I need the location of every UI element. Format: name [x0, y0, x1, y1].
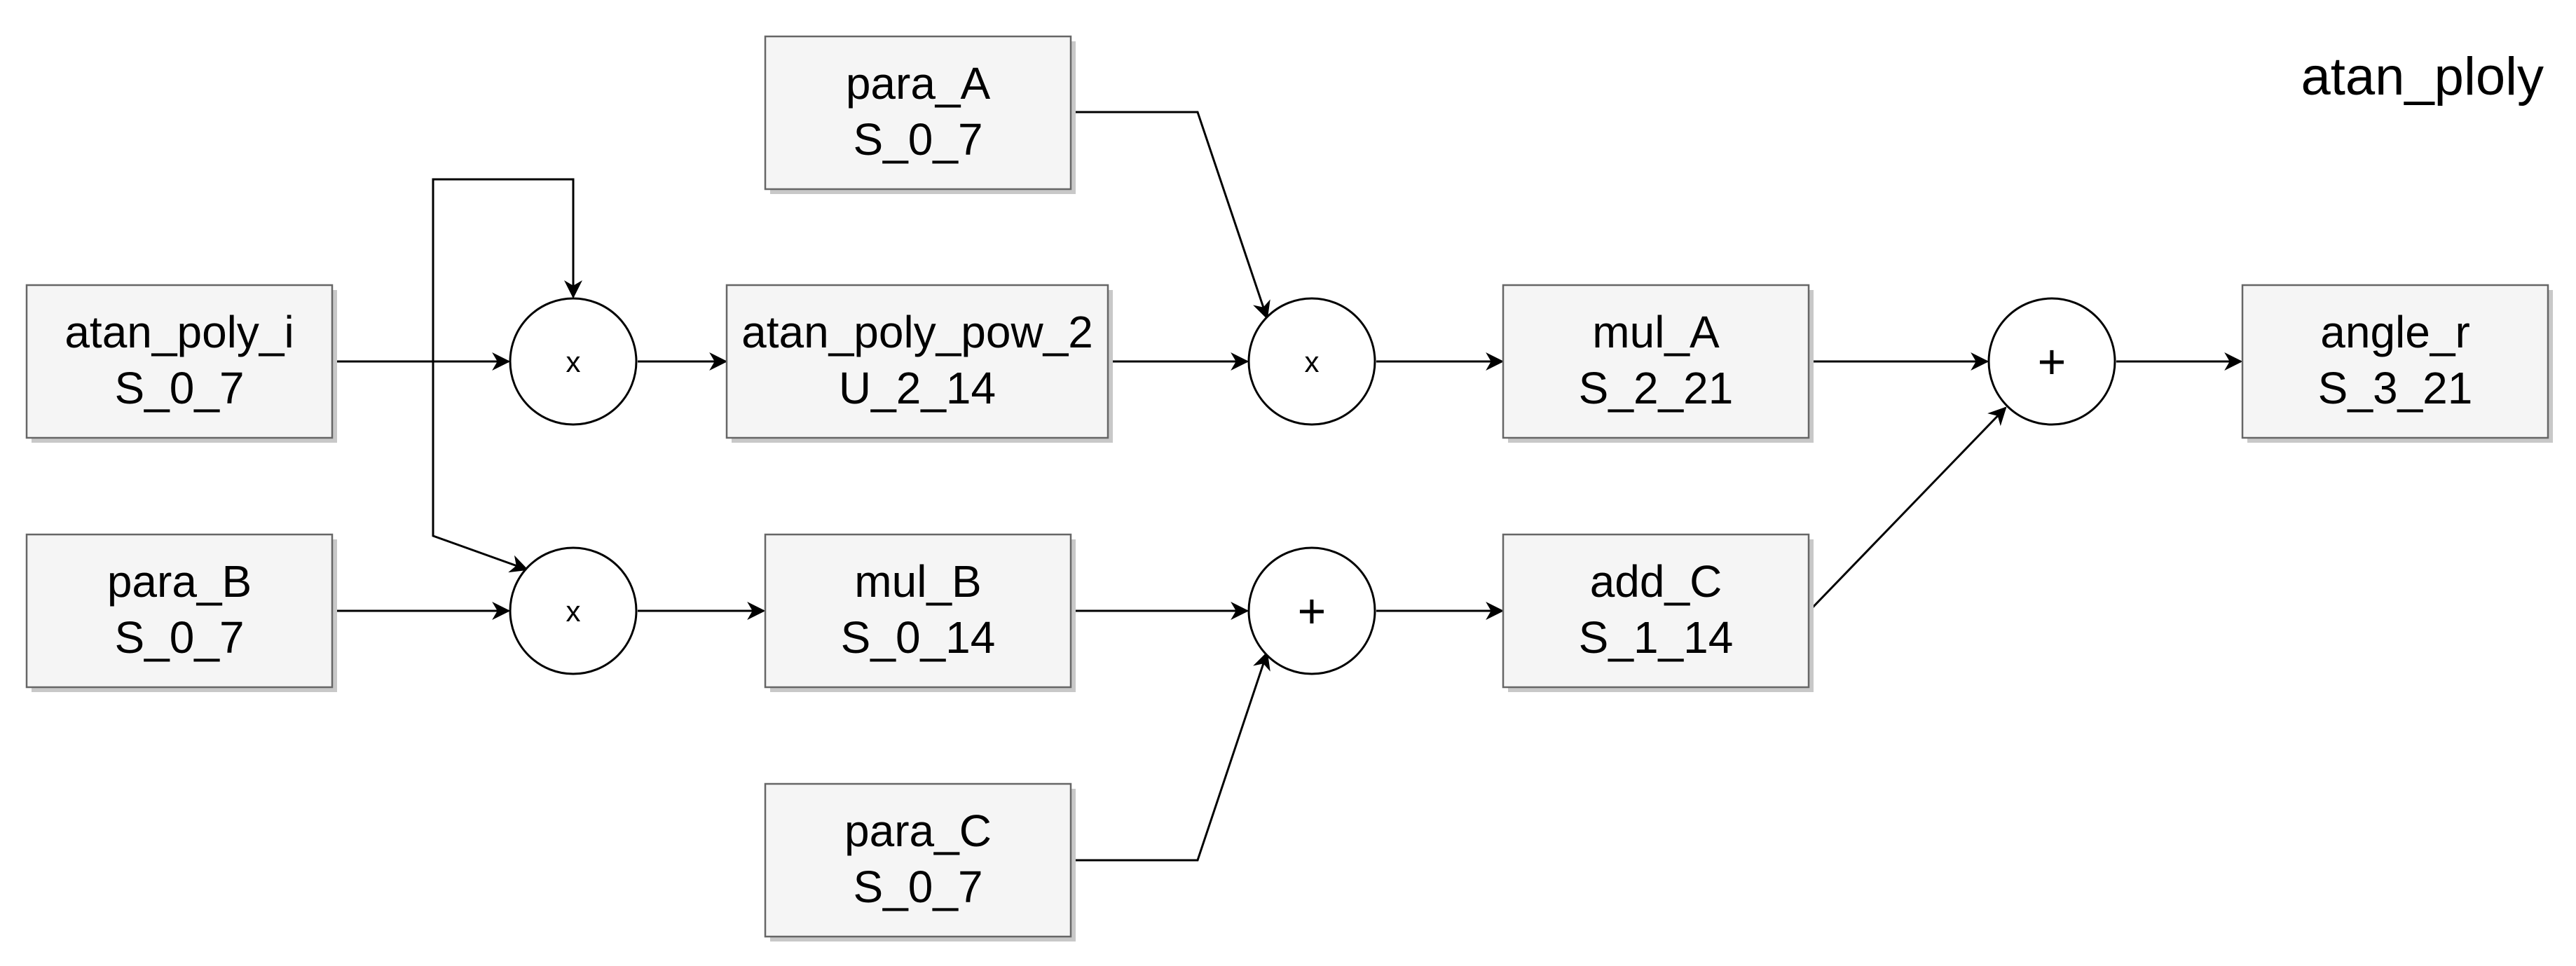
operator-mul-1: x [509, 297, 638, 426]
node-angle-r-name: angle_r [2320, 307, 2470, 357]
operator-add-1-symbol: + [1298, 584, 1327, 638]
diagram-title: atan_ploly [2301, 47, 2544, 106]
operator-add-2: + [1987, 297, 2116, 426]
node-atan-poly-pow-2: atan_poly_pow_2 U_2_14 [725, 284, 1113, 443]
operator-mul-3: x [1247, 297, 1376, 426]
node-mul-b-name: mul_B [854, 556, 981, 607]
edge-add-c-to-add2 [1808, 406, 2007, 612]
node-para-b-type: S_0_7 [114, 612, 244, 663]
operator-add-1: + [1247, 546, 1376, 675]
node-atan-poly-i-type: S_0_7 [114, 363, 244, 413]
node-para-a-type: S_0_7 [853, 114, 982, 165]
node-mul-b: mul_B S_0_14 [764, 533, 1076, 692]
node-mul-b-type: S_0_14 [841, 612, 996, 663]
node-atan-poly-i: atan_poly_i S_0_7 [25, 284, 337, 443]
operator-mul-2: x [509, 546, 638, 675]
edges [332, 111, 2243, 862]
edge-atan-poly-i-to-mul1-top [432, 178, 582, 361]
node-angle-r-type: S_3_21 [2318, 363, 2473, 413]
operator-add-2-symbol: + [2038, 334, 2067, 389]
node-atan-poly-pow-2-name: atan_poly_pow_2 [741, 307, 1093, 357]
node-mul-a-type: S_2_21 [1579, 363, 1734, 413]
node-mul-a-name: mul_A [1592, 307, 1720, 357]
node-para-b: para_B S_0_7 [25, 533, 337, 692]
node-add-c: add_C S_1_14 [1502, 533, 1814, 692]
edge-atan-poly-i-to-mul2 [432, 361, 529, 573]
node-mul-a: mul_A S_2_21 [1502, 284, 1814, 443]
node-atan-poly-pow-2-type: U_2_14 [839, 363, 996, 413]
node-add-c-name: add_C [1590, 556, 1722, 607]
edge-para-a-to-mul3 [1071, 111, 1270, 320]
node-para-c-name: para_C [844, 806, 992, 856]
node-atan-poly-i-name: atan_poly_i [64, 307, 294, 357]
node-para-a: para_A S_0_7 [764, 35, 1076, 194]
node-para-a-name: para_A [846, 58, 991, 109]
edge-para-c-to-add1 [1071, 651, 1270, 862]
operator-mul-1-symbol: x [566, 345, 581, 378]
operator-mul-3-symbol: x [1305, 345, 1320, 378]
node-add-c-type: S_1_14 [1579, 612, 1734, 663]
node-para-c-type: S_0_7 [853, 862, 982, 912]
node-para-b-name: para_B [107, 556, 252, 607]
node-angle-r: angle_r S_3_21 [2241, 284, 2553, 443]
operator-mul-2-symbol: x [566, 595, 581, 628]
node-para-c: para_C S_0_7 [764, 782, 1076, 941]
